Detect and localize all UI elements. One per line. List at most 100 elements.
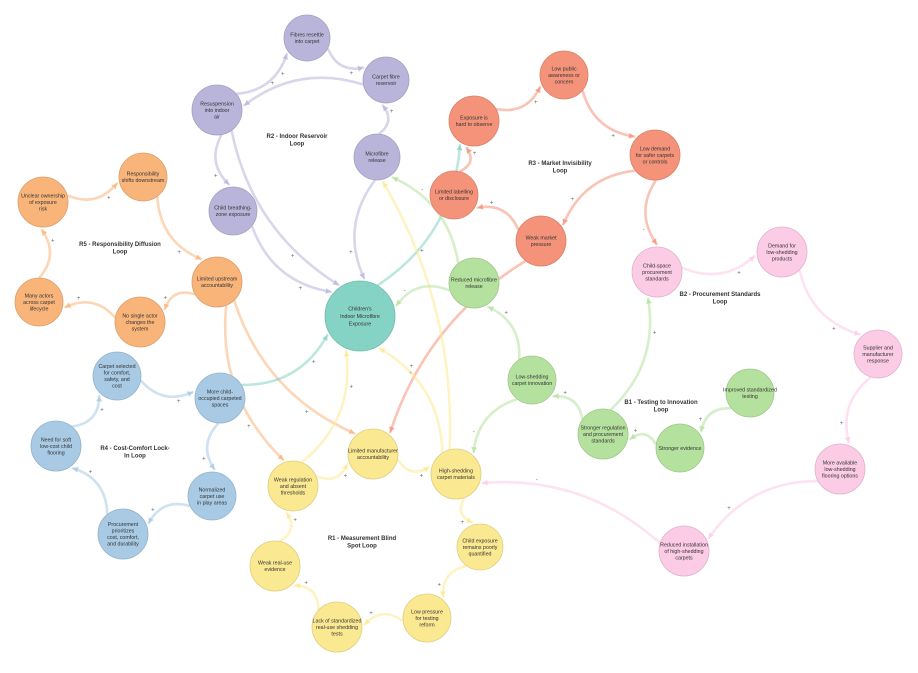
causal-link bbox=[241, 333, 329, 387]
causal-link bbox=[581, 90, 636, 138]
arrowhead bbox=[286, 513, 293, 520]
polarity-sign: + bbox=[438, 582, 442, 588]
polarity-sign: + bbox=[699, 417, 703, 423]
causal-link bbox=[251, 225, 332, 294]
arrowhead bbox=[466, 517, 472, 523]
node-circle bbox=[725, 368, 775, 418]
polarity-sign: + bbox=[420, 474, 424, 480]
node-circle bbox=[97, 508, 149, 560]
causal-link bbox=[441, 564, 467, 598]
arrowhead bbox=[282, 54, 288, 60]
causal-link bbox=[707, 479, 819, 540]
arrowhead bbox=[439, 591, 446, 597]
arrowhead bbox=[651, 238, 657, 245]
arrowhead bbox=[332, 279, 339, 285]
causal-link bbox=[495, 86, 542, 112]
causal-link bbox=[798, 269, 861, 336]
causal-link bbox=[397, 458, 431, 473]
polarity-sign: + bbox=[571, 197, 575, 203]
node-circle bbox=[430, 448, 482, 500]
arrowhead bbox=[244, 99, 251, 106]
arrowhead bbox=[456, 145, 463, 151]
causal-link bbox=[71, 467, 109, 515]
polarity-sign: + bbox=[727, 506, 731, 512]
arrowhead bbox=[348, 428, 355, 434]
causal-link bbox=[376, 143, 462, 287]
node-circle bbox=[448, 95, 500, 147]
node-circle bbox=[631, 246, 683, 298]
polarity-sign: + bbox=[89, 469, 93, 475]
arrowhead bbox=[359, 272, 365, 279]
polarity-sign: + bbox=[214, 174, 218, 180]
node-circle bbox=[311, 601, 363, 653]
node-circle bbox=[515, 215, 567, 267]
node-circle bbox=[577, 408, 629, 460]
polarity-sign: + bbox=[77, 296, 81, 302]
causal-link bbox=[681, 255, 756, 276]
arrowhead bbox=[853, 330, 860, 336]
causal-link bbox=[629, 432, 657, 445]
causal-link bbox=[845, 376, 872, 444]
arrowhead bbox=[748, 256, 755, 262]
arrowhead bbox=[562, 218, 569, 225]
polarity-sign: + bbox=[177, 399, 181, 405]
causal-link bbox=[163, 291, 196, 311]
polarity-sign: + bbox=[504, 311, 508, 317]
causal-link bbox=[481, 480, 661, 544]
arrowhead bbox=[277, 454, 284, 460]
arrowhead bbox=[41, 229, 48, 236]
causal-link bbox=[156, 196, 203, 261]
causal-link bbox=[378, 347, 444, 454]
arrowhead bbox=[195, 254, 201, 260]
polarity-sign: + bbox=[164, 296, 168, 302]
polarity-sign: + bbox=[293, 518, 297, 524]
node-breathing-zone: Child breathing-zone exposure bbox=[208, 186, 258, 236]
arrowhead bbox=[389, 426, 395, 433]
arrowhead bbox=[72, 466, 79, 473]
causal-link bbox=[230, 130, 340, 287]
arrowhead bbox=[630, 433, 637, 440]
node-circle bbox=[14, 277, 64, 327]
polarity-sign: - bbox=[421, 188, 423, 194]
node-circle bbox=[353, 133, 401, 181]
node-circle bbox=[539, 50, 589, 100]
polarity-sign: + bbox=[349, 71, 353, 77]
arrowhead bbox=[65, 302, 72, 308]
node-circle bbox=[118, 152, 168, 202]
node-circle bbox=[194, 372, 246, 424]
causal-link bbox=[140, 379, 194, 399]
polarity-sign: + bbox=[271, 81, 275, 87]
polarity-sign: + bbox=[410, 364, 414, 370]
polarity-sign: + bbox=[737, 271, 741, 277]
polarity-sign: + bbox=[100, 407, 104, 413]
polarity-sign: + bbox=[281, 71, 285, 77]
causal-link bbox=[293, 584, 320, 611]
